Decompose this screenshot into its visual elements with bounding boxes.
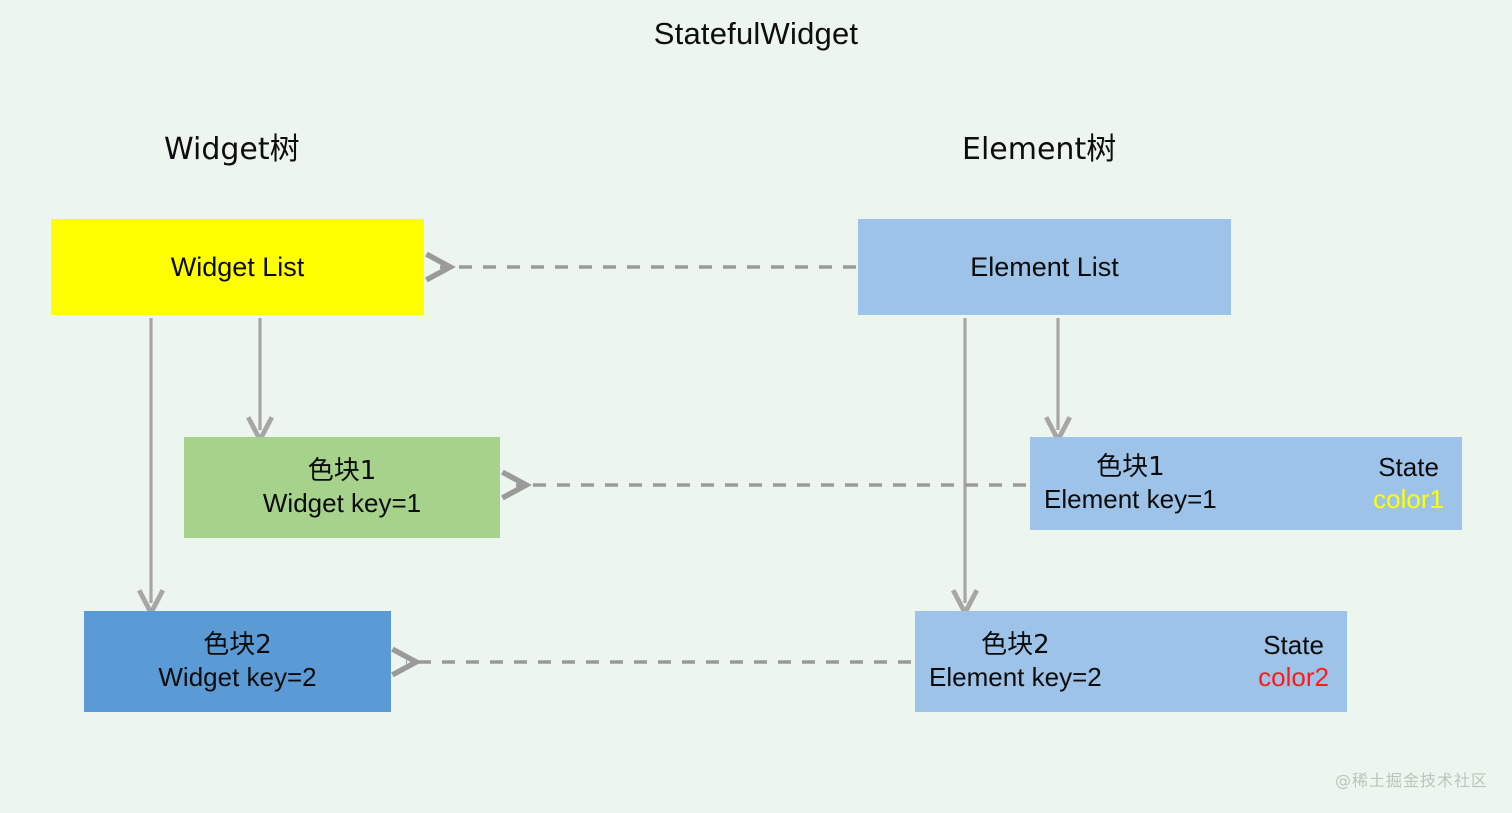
node-element-1[interactable]: 色块1 Element key=1 State color1	[1030, 437, 1462, 530]
node-widget-2[interactable]: 色块2 Widget key=2	[84, 611, 391, 712]
node-element-1-name: 色块1	[1096, 451, 1165, 482]
node-element-2-state-value: color2	[1258, 661, 1329, 692]
watermark: @稀土掘金技术社区	[1334, 771, 1488, 790]
node-element-1-state: State color1	[1373, 452, 1444, 515]
node-widget-1-name: 色块1	[307, 455, 377, 486]
column-header-widget-tree: Widget树	[164, 132, 300, 167]
node-widget-2-detail: Widget key=2	[158, 661, 317, 692]
node-element-1-body: 色块1 Element key=1 State color1	[1030, 437, 1462, 530]
node-widget-2-name: 色块2	[203, 629, 272, 660]
node-element-1-state-label: State	[1378, 451, 1439, 482]
node-element-2-state-label: State	[1263, 629, 1324, 660]
node-element-1-state-value: color1	[1373, 483, 1444, 514]
node-element-2-name: 色块2	[981, 629, 1050, 660]
node-widget-1[interactable]: 色块1 Widget key=1	[184, 437, 500, 538]
node-element-list[interactable]: Element List	[858, 219, 1231, 315]
node-element-2[interactable]: 色块2 Element key=2 State color2	[915, 611, 1347, 712]
node-element-1-info: 色块1 Element key=1	[1044, 452, 1217, 515]
node-widget-list-label: Widget List	[170, 251, 305, 282]
page-title: StatefulWidget	[653, 16, 859, 51]
node-element-2-state: State color2	[1258, 630, 1329, 693]
node-element-2-detail: Element key=2	[929, 661, 1102, 692]
node-element-1-detail: Element key=1	[1044, 483, 1217, 514]
node-element-2-info: 色块2 Element key=2	[929, 630, 1102, 693]
node-element-list-label: Element List	[970, 251, 1119, 282]
node-element-2-body: 色块2 Element key=2 State color2	[915, 611, 1347, 712]
node-widget-list[interactable]: Widget List	[51, 219, 424, 315]
node-widget-1-detail: Widget key=1	[262, 487, 422, 518]
column-header-element-tree: Element树	[962, 132, 1117, 167]
